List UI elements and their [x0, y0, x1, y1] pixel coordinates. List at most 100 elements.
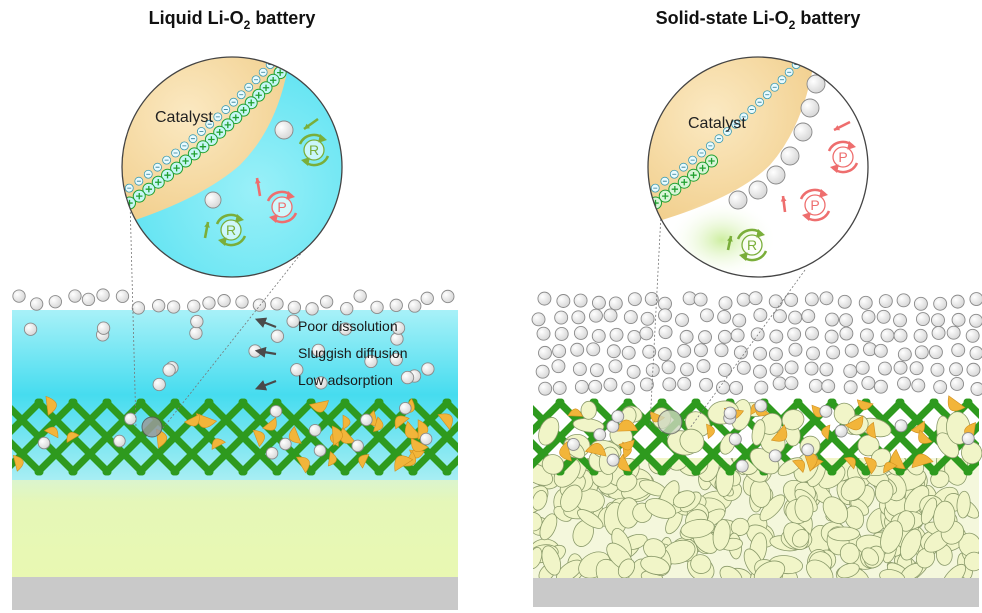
catalyst-particle — [947, 395, 966, 412]
oxygen-bubble — [909, 361, 924, 376]
oxygen-bubble — [730, 328, 745, 343]
product-cycle-icon: P — [266, 190, 298, 224]
catalyst-particle — [308, 400, 329, 413]
negative-charge-icon — [272, 57, 282, 62]
oxygen-bubble — [235, 295, 249, 309]
oxygen-bubble — [965, 328, 980, 343]
cycle-arrowhead — [318, 134, 327, 143]
oxygen-bubble — [806, 346, 820, 361]
oxygen-bubble — [878, 294, 893, 309]
electrolyte-grain — [822, 496, 849, 524]
electrolyte-grain — [806, 559, 834, 578]
oxygen-bubble — [574, 379, 589, 394]
oxygen-bubble — [825, 312, 839, 327]
oxygen-bubble — [733, 345, 748, 360]
oxygen-bubble — [421, 362, 435, 376]
negative-charge-icon — [632, 198, 640, 206]
electrolyte-grain — [541, 454, 564, 475]
adsorbed-oxygen — [806, 74, 826, 94]
arrowhead — [780, 196, 787, 202]
oxygen-bubble — [680, 362, 694, 377]
arrow-icon — [254, 317, 277, 329]
electrolyte-grain — [541, 545, 562, 576]
liquid-zoom-view: RPR Catalyst — [85, 56, 343, 278]
catalyst-particle — [340, 426, 357, 444]
negative-charge-icon — [85, 211, 93, 219]
electrolyte-grain — [679, 428, 705, 454]
mesh-fiber — [408, 398, 458, 453]
oxygen-bubble — [877, 361, 892, 376]
electrolyte-grain — [644, 498, 677, 519]
cycle-arrowhead — [269, 214, 278, 223]
catalyst-particle — [12, 454, 24, 472]
oxygen-bubble — [621, 345, 636, 360]
oxygen-bubble — [677, 343, 692, 358]
oxygen-bubble — [700, 308, 714, 323]
oxygen-bubble — [913, 296, 928, 311]
catalyst-particle — [183, 413, 200, 427]
oxygen-bubble — [314, 376, 328, 390]
cycle-arrowhead — [739, 252, 748, 261]
oxygen-bubble — [658, 308, 672, 323]
oxygen-bubble — [189, 326, 203, 340]
oxygen-bubble — [113, 434, 126, 448]
electrolyte-grain — [690, 554, 712, 574]
negative-charge-icon — [798, 57, 808, 62]
oxygen-bubble — [270, 297, 284, 311]
oxygen-bubble — [679, 329, 694, 344]
oxygen-bubble — [531, 312, 546, 327]
product-cycle-icon: P — [827, 140, 859, 174]
oxygen-bubble — [572, 362, 587, 377]
species-circle — [832, 146, 854, 168]
electrolyte-grain — [837, 562, 860, 578]
oxygen-bubble — [658, 296, 672, 311]
oxygen-bubble — [966, 362, 981, 377]
oxygen-bubble — [768, 294, 783, 309]
oxygen-bubble — [824, 329, 839, 344]
cycle-arrowhead — [218, 237, 227, 246]
oxygen-bubble — [609, 327, 624, 342]
oxygen-bubble — [364, 354, 378, 369]
oxygen-bubble — [591, 329, 606, 343]
electrolyte-grain — [840, 476, 866, 502]
cycle-arrowhead — [286, 191, 295, 200]
electrolyte-grain — [580, 400, 597, 420]
oxygen-bubble — [68, 289, 82, 303]
electrolyte-grain — [879, 569, 906, 578]
mesh-fiber — [457, 402, 527, 472]
oxygen-bubble — [933, 380, 948, 395]
electrolyte-grain — [680, 518, 715, 539]
mesh-fiber — [68, 398, 146, 476]
oxygen-bubble — [131, 301, 146, 315]
reactant-cycle-icon: R — [215, 213, 247, 247]
oxygen-bubble — [265, 446, 279, 460]
oxygen-bubble — [784, 292, 799, 307]
catalyst-label: Catalyst — [688, 115, 746, 132]
oxygen-bubble — [769, 329, 784, 344]
oxygen-bubble — [928, 345, 943, 360]
oxygen-bubble — [859, 328, 874, 343]
catalyst-particle — [331, 425, 343, 446]
catalyst-particle — [844, 415, 864, 431]
oxygen-bubble — [399, 402, 412, 415]
oxygen-bubble — [661, 360, 676, 375]
species-label: P — [838, 149, 847, 165]
electrolyte-grain — [533, 490, 548, 511]
oxygen-bubble — [623, 310, 638, 325]
oxygen-bubble — [784, 360, 799, 375]
oxygen-bubble — [286, 314, 300, 328]
oxygen-bubble — [202, 296, 216, 310]
mesh-fiber — [12, 439, 44, 476]
negative-charge-icon — [648, 190, 650, 200]
cycle-arrowhead — [802, 212, 811, 221]
oxygen-bubble — [606, 344, 621, 359]
oxygen-bubble — [736, 292, 751, 307]
oxygen-bubble — [950, 294, 965, 309]
oxygen-bubble — [931, 313, 945, 328]
oxygen-bubbles — [531, 291, 982, 473]
adsorbed-oxygen — [766, 165, 786, 185]
catalyst-particle — [295, 456, 310, 474]
catalyst-particle — [342, 414, 351, 430]
oxygen-bubble — [391, 321, 406, 335]
